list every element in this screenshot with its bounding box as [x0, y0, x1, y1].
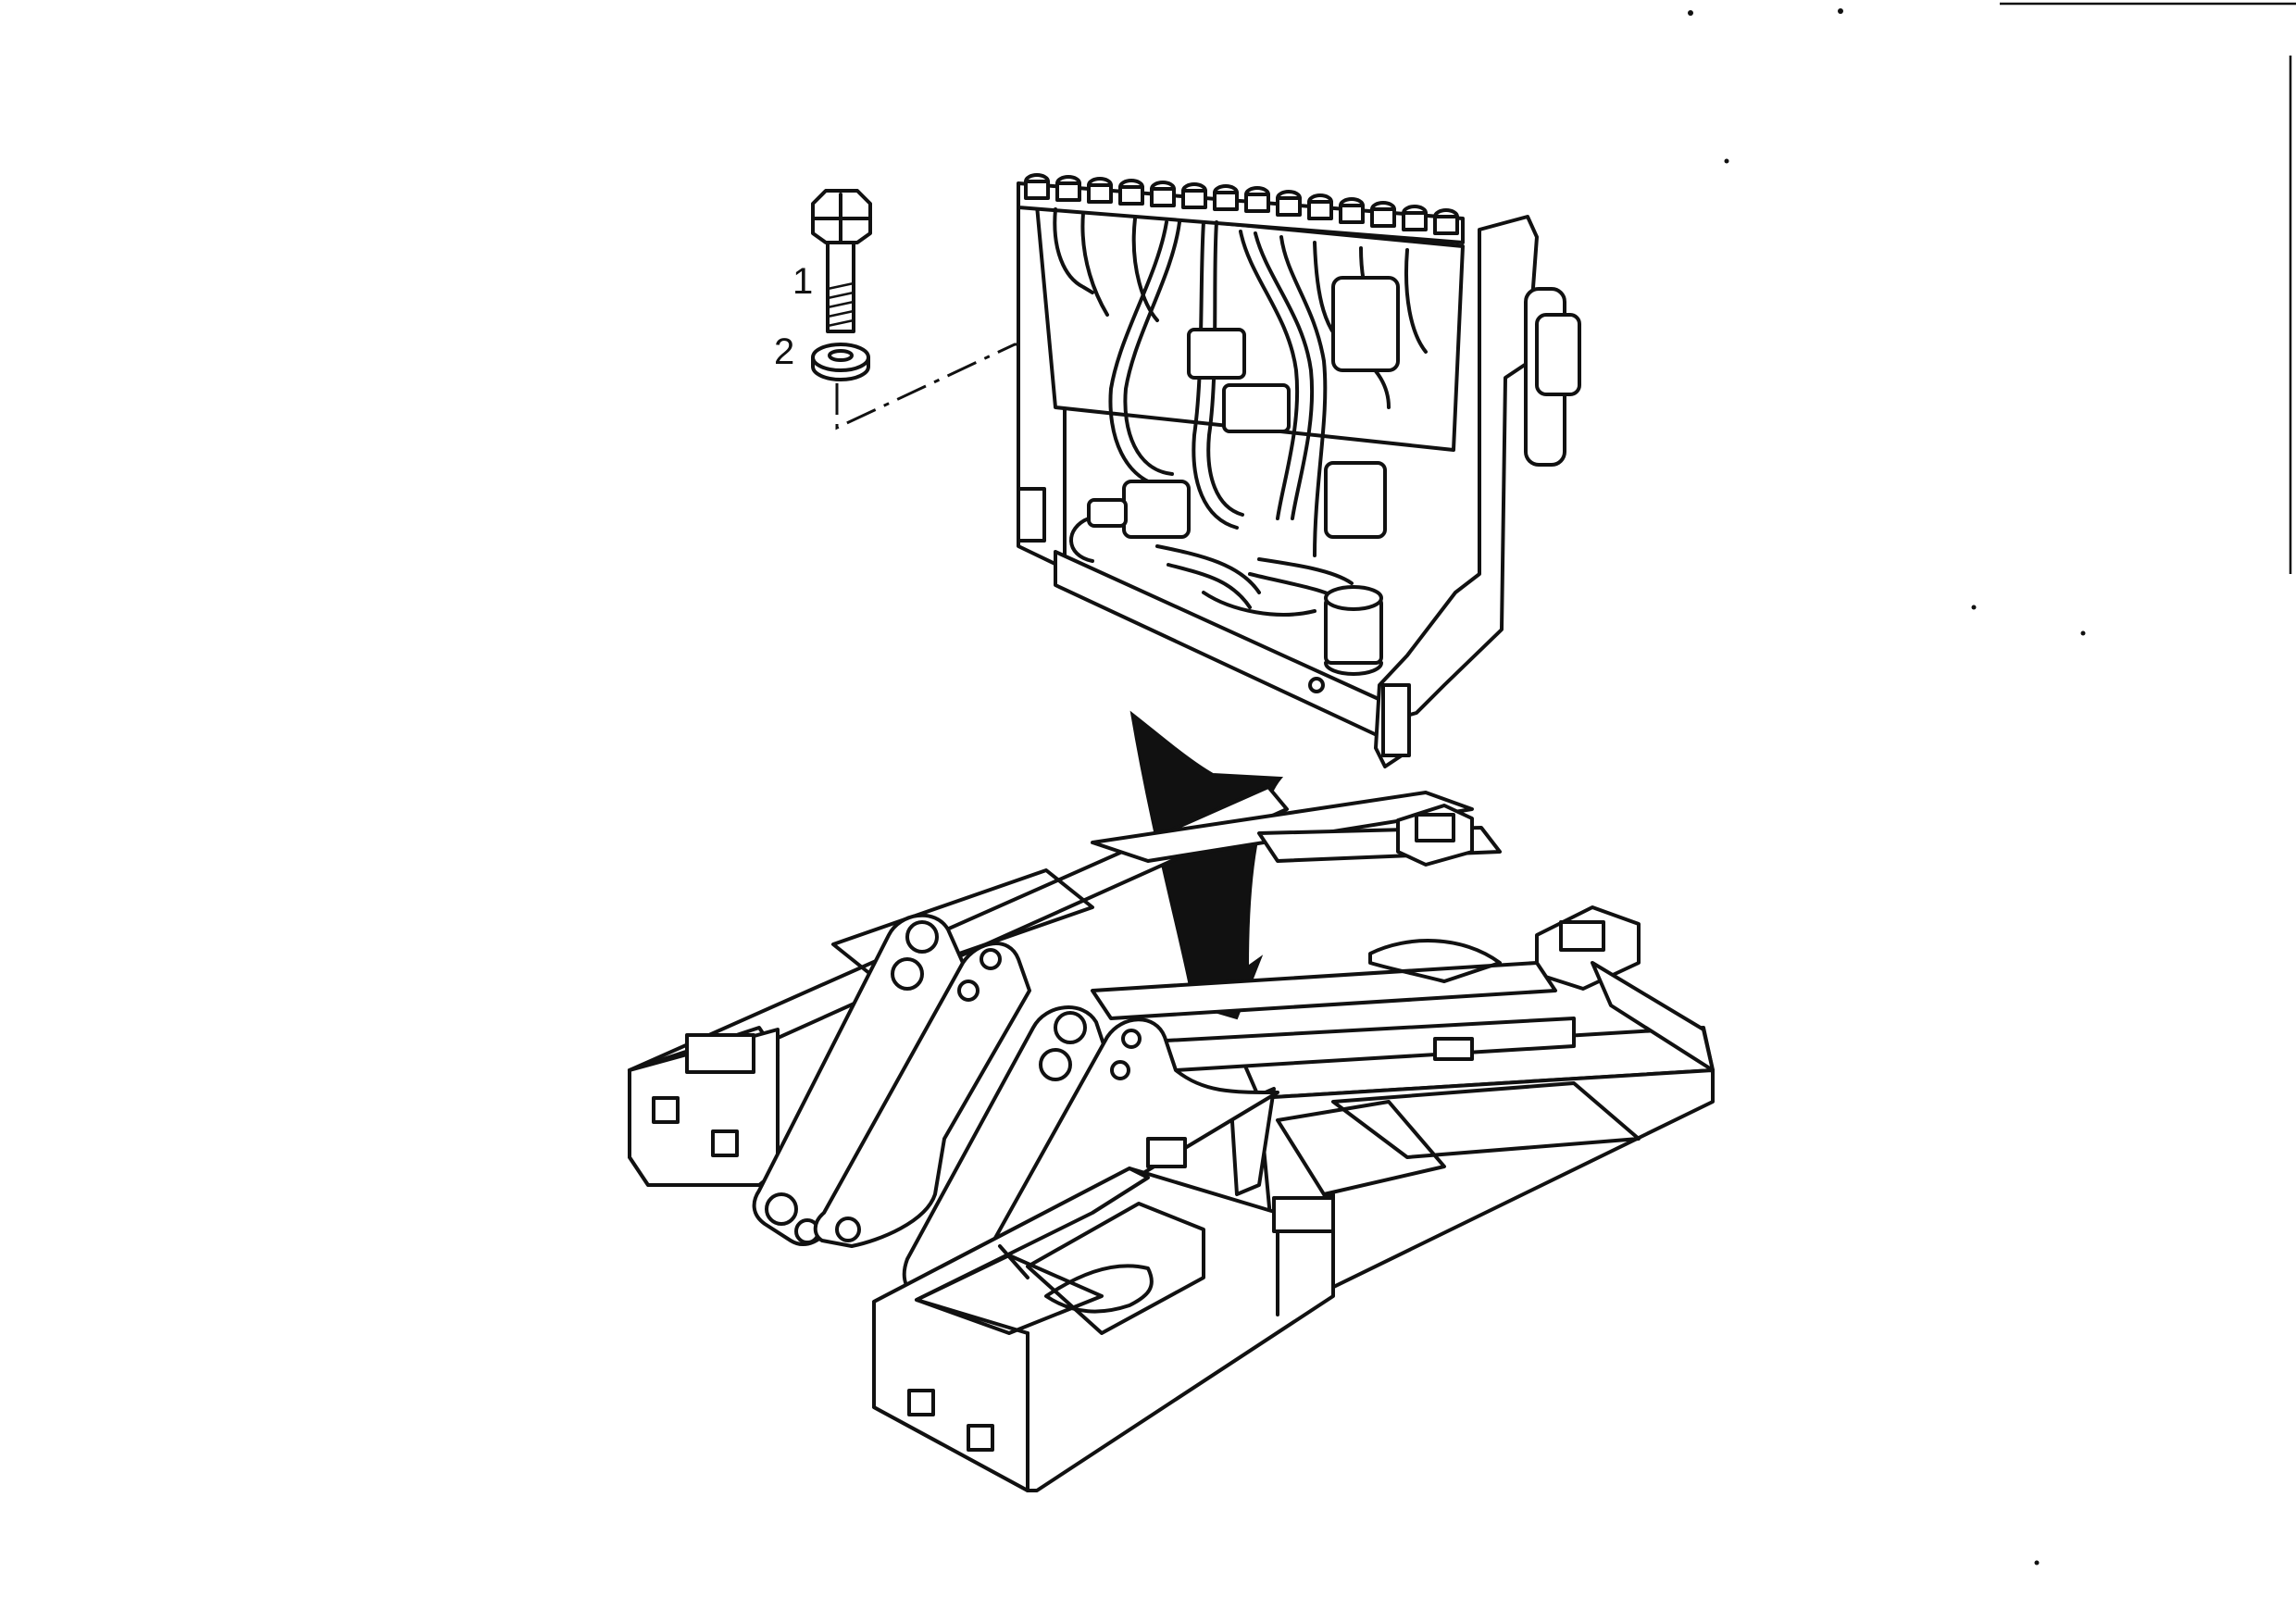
washer-icon [811, 343, 870, 381]
bolt-icon [811, 189, 872, 333]
callout-1-label: 1 [792, 261, 814, 302]
callout-2-label: 2 [774, 331, 795, 372]
scan-marks [1688, 2, 2296, 1566]
hydraulic-control-valve-block [1017, 173, 1581, 768]
loader-main-frame [628, 785, 1715, 1492]
